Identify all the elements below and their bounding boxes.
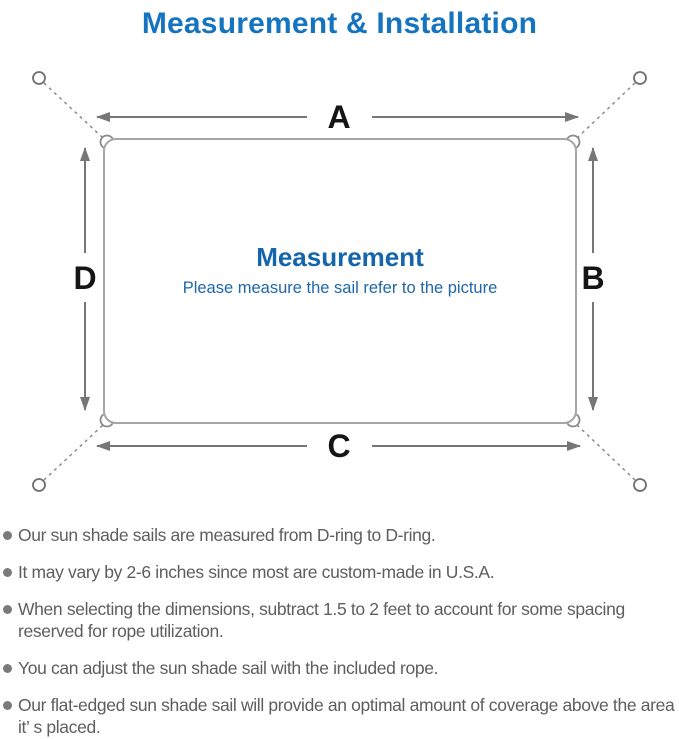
diagram-center-note: Please measure the sail refer to the pic…	[183, 279, 498, 297]
note-item: Our flat-edged sun shade sail will provi…	[0, 694, 677, 738]
tie-line-bottom-right	[576, 424, 636, 481]
tie-line-top-left	[43, 82, 104, 139]
dimension-label-a: A	[327, 99, 350, 135]
dimension-label-d: D	[73, 260, 96, 296]
dimension-label-b: B	[581, 260, 604, 296]
bullet-icon	[3, 531, 12, 540]
bullet-icon	[3, 568, 12, 577]
note-item: You can adjust the sun shade sail with t…	[0, 657, 677, 679]
bullet-icon	[3, 701, 12, 710]
anchor-ring-icon-bottom-left	[32, 478, 46, 492]
tie-line-top-right	[576, 82, 636, 139]
note-item: Our sun shade sails are measured from D-…	[0, 524, 677, 546]
note-text: Our flat-edged sun shade sail will provi…	[18, 695, 675, 737]
note-item: It may vary by 2-6 inches since most are…	[0, 561, 677, 583]
sail-measurement-diagram: A C D B Measurement Please measure the s…	[32, 71, 647, 492]
measurement-notes-list: Our sun shade sails are measured from D-…	[0, 524, 679, 738]
note-item: When selecting the dimensions, subtract …	[0, 598, 677, 642]
anchor-ring-icon-top-left	[32, 71, 46, 85]
note-text: It may vary by 2-6 inches since most are…	[18, 562, 495, 582]
tie-line-bottom-left	[43, 424, 104, 481]
bullet-icon	[3, 605, 12, 614]
dimension-label-c: C	[327, 428, 350, 464]
page-title: Measurement & Installation	[141, 7, 538, 40]
anchor-ring-icon-bottom-right	[633, 478, 647, 492]
sail-outline	[103, 138, 577, 424]
diagram-center-heading: Measurement	[256, 242, 424, 272]
anchor-ring-icon-top-right	[633, 71, 647, 85]
bullet-icon	[3, 664, 12, 673]
note-text: You can adjust the sun shade sail with t…	[18, 658, 439, 678]
note-text: Our sun shade sails are measured from D-…	[18, 525, 436, 545]
note-text: When selecting the dimensions, subtract …	[18, 599, 625, 641]
